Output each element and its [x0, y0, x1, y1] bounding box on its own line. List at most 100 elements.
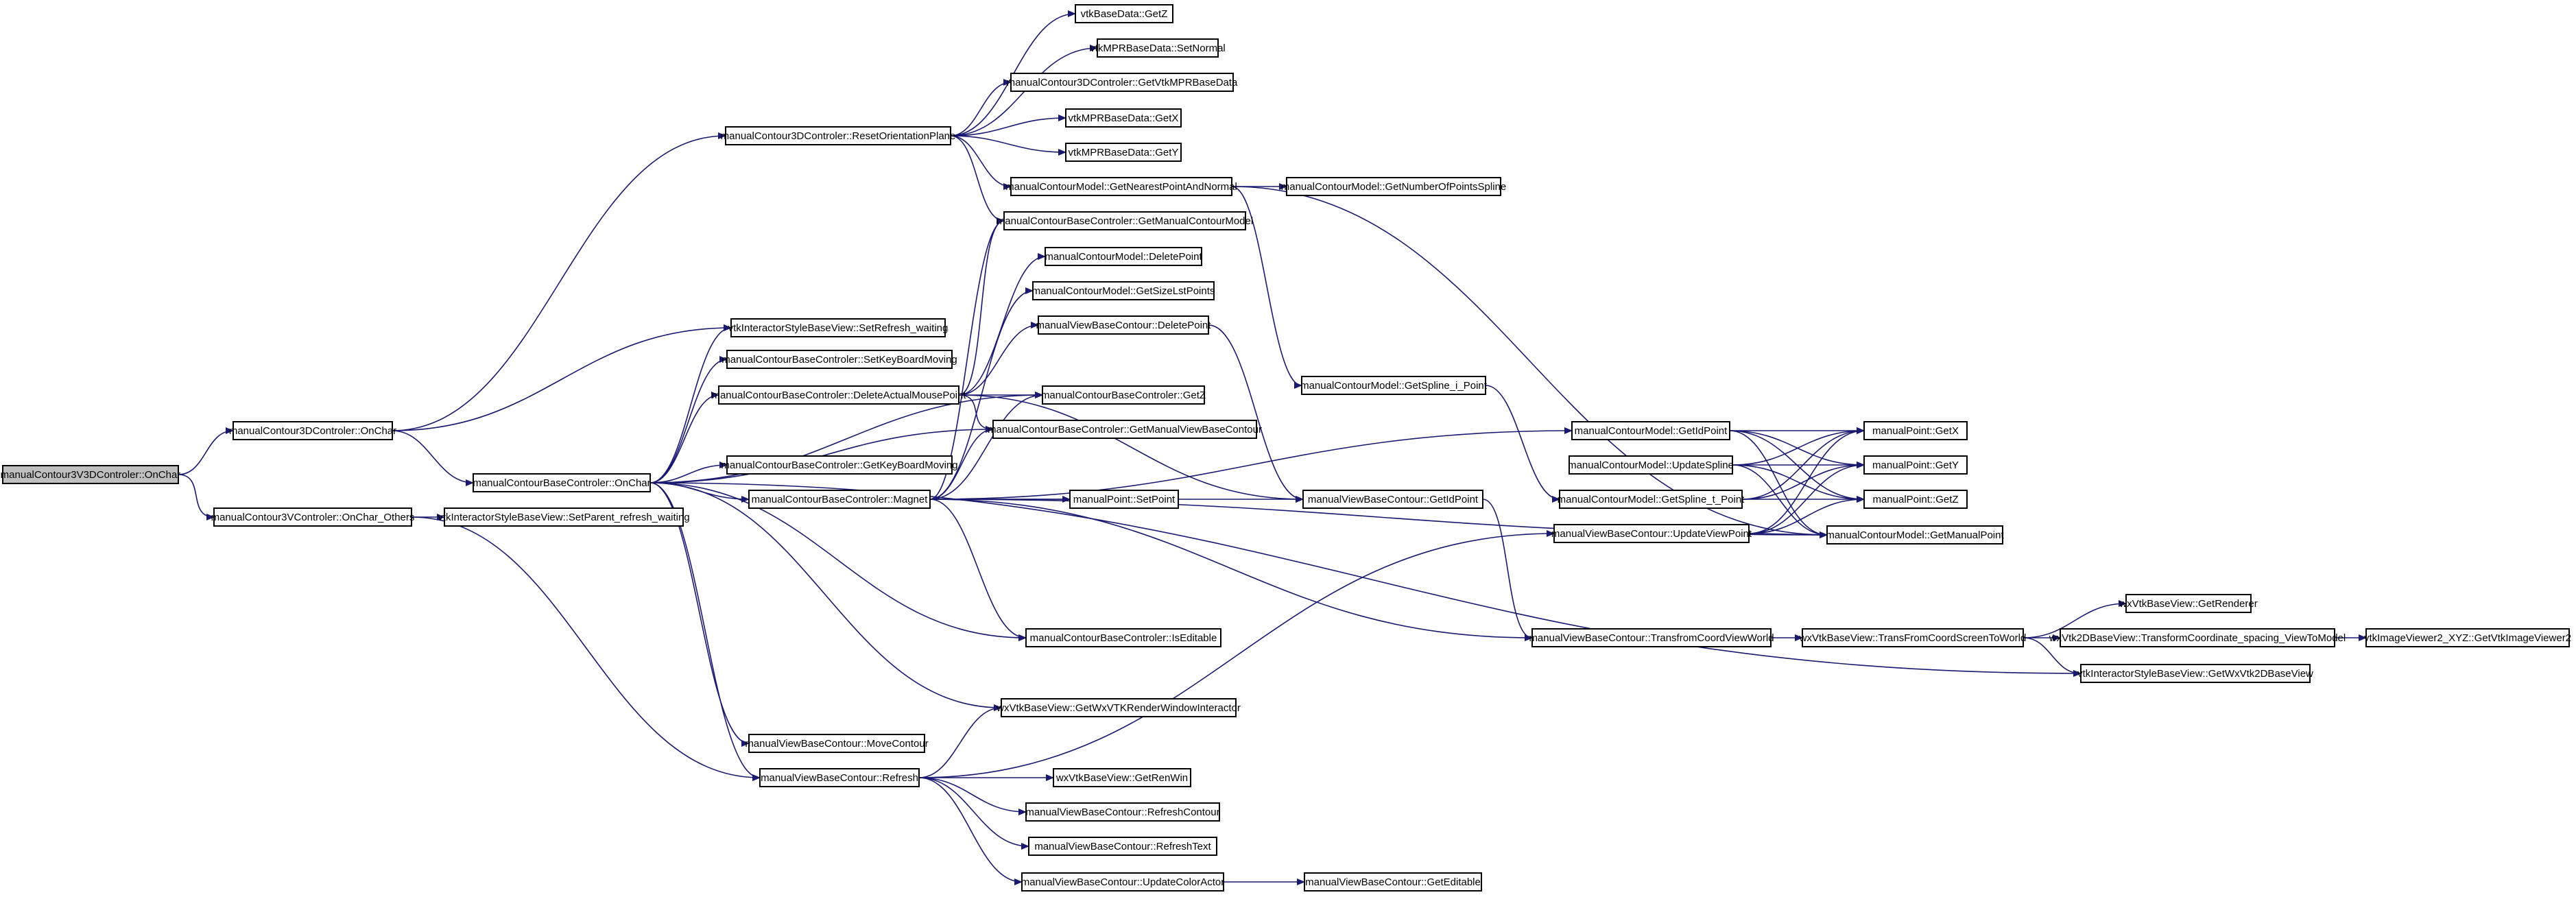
call-edge-n5-n24	[649, 462, 728, 483]
function-node-label: manualPoint::GetX	[1872, 425, 1959, 437]
function-node[interactable]: manualViewBaseContour::GetEditable	[1304, 872, 1482, 892]
function-node[interactable]: manualContourModel::GetSpline_t_Point	[1558, 490, 1745, 509]
call-edge-n29-n32	[1732, 427, 1865, 466]
root-function-node: manualContour3V3DControler::OnChar	[1, 465, 180, 484]
function-node-box	[473, 473, 651, 492]
function-node[interactable]: manualContourModel::GetManualPoint	[1826, 525, 2004, 545]
function-node[interactable]: wxVtk2DBaseView::TransformCoordinate_spa…	[2049, 628, 2346, 647]
function-node-box	[730, 318, 946, 337]
call-edge-n3-n11	[950, 115, 1066, 136]
function-node-box	[1028, 837, 1217, 856]
function-node[interactable]: manualPoint::GetX	[1863, 421, 1968, 440]
function-node[interactable]: manualPoint::GetZ	[1863, 490, 1968, 509]
function-node-label: manualContourBaseControler::GetManualCon…	[997, 215, 1253, 227]
function-node[interactable]: manualContourBaseControler::GetZ	[1041, 385, 1206, 405]
function-node[interactable]: vtkBaseData::GetZ	[1075, 4, 1173, 23]
function-node[interactable]: manualContourModel::GetNumberOfPointsSpl…	[1281, 177, 1507, 196]
function-node[interactable]: wxVtkBaseView::GetWxVTKRenderWindowInter…	[996, 698, 1241, 717]
function-node-box	[726, 455, 953, 475]
function-node-label: manualPoint::SetPoint	[1073, 494, 1176, 505]
call-edge-n5-n7	[649, 482, 761, 781]
function-node-label: manualContourModel::GetNumberOfPointsSpl…	[1281, 181, 1507, 193]
function-node[interactable]: manualContourModel::GetIdPoint	[1571, 421, 1730, 440]
call-edge-n31-n33	[1748, 462, 1865, 534]
function-node-box	[725, 126, 951, 145]
function-node[interactable]: manualViewBaseContour::DeletePoint	[1036, 315, 1212, 335]
function-node-label: manualContour3DControler::ResetOrientati…	[721, 130, 956, 142]
function-node-label: manualContourModel::GetSpline_i_Point	[1300, 380, 1488, 392]
function-node-label: manualViewBaseContour::MoveContour	[745, 738, 928, 750]
function-node[interactable]: manualContourBaseControler::GetManualCon…	[997, 211, 1253, 230]
function-node-box	[1025, 628, 1221, 647]
function-node[interactable]: manualContourBaseControler::OnChar	[473, 473, 651, 492]
call-edge-n3-n10	[950, 79, 1012, 136]
function-node-label: manualViewBaseContour::GetEditable	[1305, 876, 1481, 888]
call-edge-n5-n4	[649, 324, 732, 483]
function-node[interactable]: manualContour3DControler::ResetOrientati…	[721, 126, 956, 145]
function-node-label: manualContourBaseControler::GetZ	[1041, 390, 1206, 401]
function-node[interactable]: wxVtkBaseView::TransFromCoordScreenToWor…	[1799, 628, 2027, 647]
function-node-label: manualViewBaseContour::GetIdPoint	[1308, 494, 1479, 505]
function-node-box	[1010, 73, 1234, 92]
edge-layer	[178, 10, 2367, 885]
function-node[interactable]: manualContourBaseControler::SetKeyBoardM…	[721, 350, 957, 369]
call-edge-n29-n34	[1732, 464, 1865, 503]
function-node[interactable]: manualViewBaseContour::TransfromCoordVie…	[1529, 628, 1774, 647]
function-node-label: wxVtkBaseView::TransFromCoordScreenToWor…	[1799, 632, 2027, 644]
call-edge-n5-n19	[649, 356, 728, 483]
call-edge-n5-n36	[649, 482, 1027, 641]
function-node-label: manualContourModel::DeletePoint	[1045, 251, 1202, 263]
function-node[interactable]: vtkInteractorStyleBaseView::SetParent_re…	[438, 507, 690, 527]
function-node[interactable]: manualContourBaseControler::DeleteActual…	[711, 385, 966, 405]
call-edge-n25-n36	[929, 499, 1027, 641]
function-node[interactable]: vtkImageViewer2_XYZ::GetVtkImageViewer2	[2364, 628, 2571, 647]
function-node-box	[1003, 211, 1246, 230]
function-node-label: manualContourBaseControler::DeleteActual…	[711, 390, 966, 401]
function-node[interactable]: manualPoint::SetPoint	[1069, 490, 1179, 509]
function-node-box	[992, 420, 1257, 439]
function-node[interactable]: manualViewBaseContour::UpdateViewPoint	[1551, 524, 1752, 543]
function-node[interactable]: vtkMPRBaseData::SetNormal	[1090, 38, 1226, 58]
function-node[interactable]: manualPoint::GetY	[1863, 455, 1968, 475]
function-node[interactable]: manualViewBaseContour::GetIdPoint	[1302, 490, 1483, 509]
function-node[interactable]: manualViewBaseContour::MoveContour	[745, 734, 929, 753]
node-layer: manualContour3V3DControler::OnCharmanual…	[1, 4, 2571, 892]
function-node[interactable]: manualViewBaseContour::RefreshContour	[1025, 802, 1220, 822]
function-node-label: manualViewBaseContour::Refresh	[761, 772, 918, 784]
function-node[interactable]: manualViewBaseContour::UpdateColorActor	[1021, 872, 1225, 892]
function-node-box	[1559, 490, 1743, 509]
function-node-label: vtkInteractorStyleBaseView::GetWxVtk2DBa…	[2077, 668, 2313, 680]
call-edge-n1-n5	[392, 430, 474, 486]
function-node[interactable]: vtkMPRBaseData::GetY	[1065, 143, 1182, 162]
function-node-label: manualContourBaseControler::GetKeyBoardM…	[721, 459, 957, 471]
function-node[interactable]: manualContourModel::GetSizeLstPoints	[1032, 281, 1215, 300]
call-edge-n29-n35	[1732, 464, 1828, 538]
function-node[interactable]: manualContourModel::UpdateSpline	[1568, 455, 1734, 475]
function-node[interactable]: manualContourBaseControler::IsEditable	[1025, 628, 1221, 647]
function-node-box	[232, 421, 393, 440]
function-node[interactable]: manualViewBaseContour::RefreshText	[1028, 837, 1217, 856]
function-node[interactable]: wxVtkBaseView::GetRenWin	[1053, 768, 1191, 787]
function-node[interactable]: manualContour3VControler::OnChar_Others	[211, 507, 415, 527]
function-node[interactable]: manualContour3DControler::OnChar	[229, 421, 396, 440]
function-node[interactable]: manualContourBaseControler::GetManualVie…	[988, 420, 1262, 439]
function-node[interactable]: manualViewBaseContour::Refresh	[759, 768, 920, 787]
function-node-box	[1065, 143, 1182, 162]
function-node[interactable]: manualContourModel::GetNearestPointAndNo…	[1005, 177, 1237, 196]
function-node-label: manualContourBaseControler::GetManualVie…	[988, 424, 1262, 435]
function-node-box	[1826, 525, 2003, 545]
call-edge-n7-n31	[918, 530, 1555, 778]
function-node[interactable]: manualContourBaseControler::GetKeyBoardM…	[721, 455, 958, 475]
function-node[interactable]: manualContourModel::GetSpline_i_Point	[1300, 376, 1488, 395]
function-node[interactable]: manualContour3DControler::GetVtkMPRBaseD…	[1007, 73, 1238, 92]
function-node[interactable]: vtkMPRBaseData::GetX	[1065, 108, 1182, 128]
function-node[interactable]: vtkInteractorStyleBaseView::SetRefresh_w…	[728, 318, 949, 337]
function-node-label: manualContourModel::UpdateSpline	[1568, 459, 1734, 471]
function-node[interactable]: wxVtkBaseView::GetRenderer	[2119, 594, 2258, 613]
function-node-label: vtkInteractorStyleBaseView::SetParent_re…	[438, 512, 689, 523]
function-node[interactable]: vtkInteractorStyleBaseView::GetWxVtk2DBa…	[2077, 664, 2313, 683]
function-node[interactable]: manualContourModel::DeletePoint	[1045, 247, 1202, 266]
function-node-box	[1286, 177, 1501, 196]
function-node[interactable]: manualContourBaseControler::Magnet	[748, 490, 931, 509]
